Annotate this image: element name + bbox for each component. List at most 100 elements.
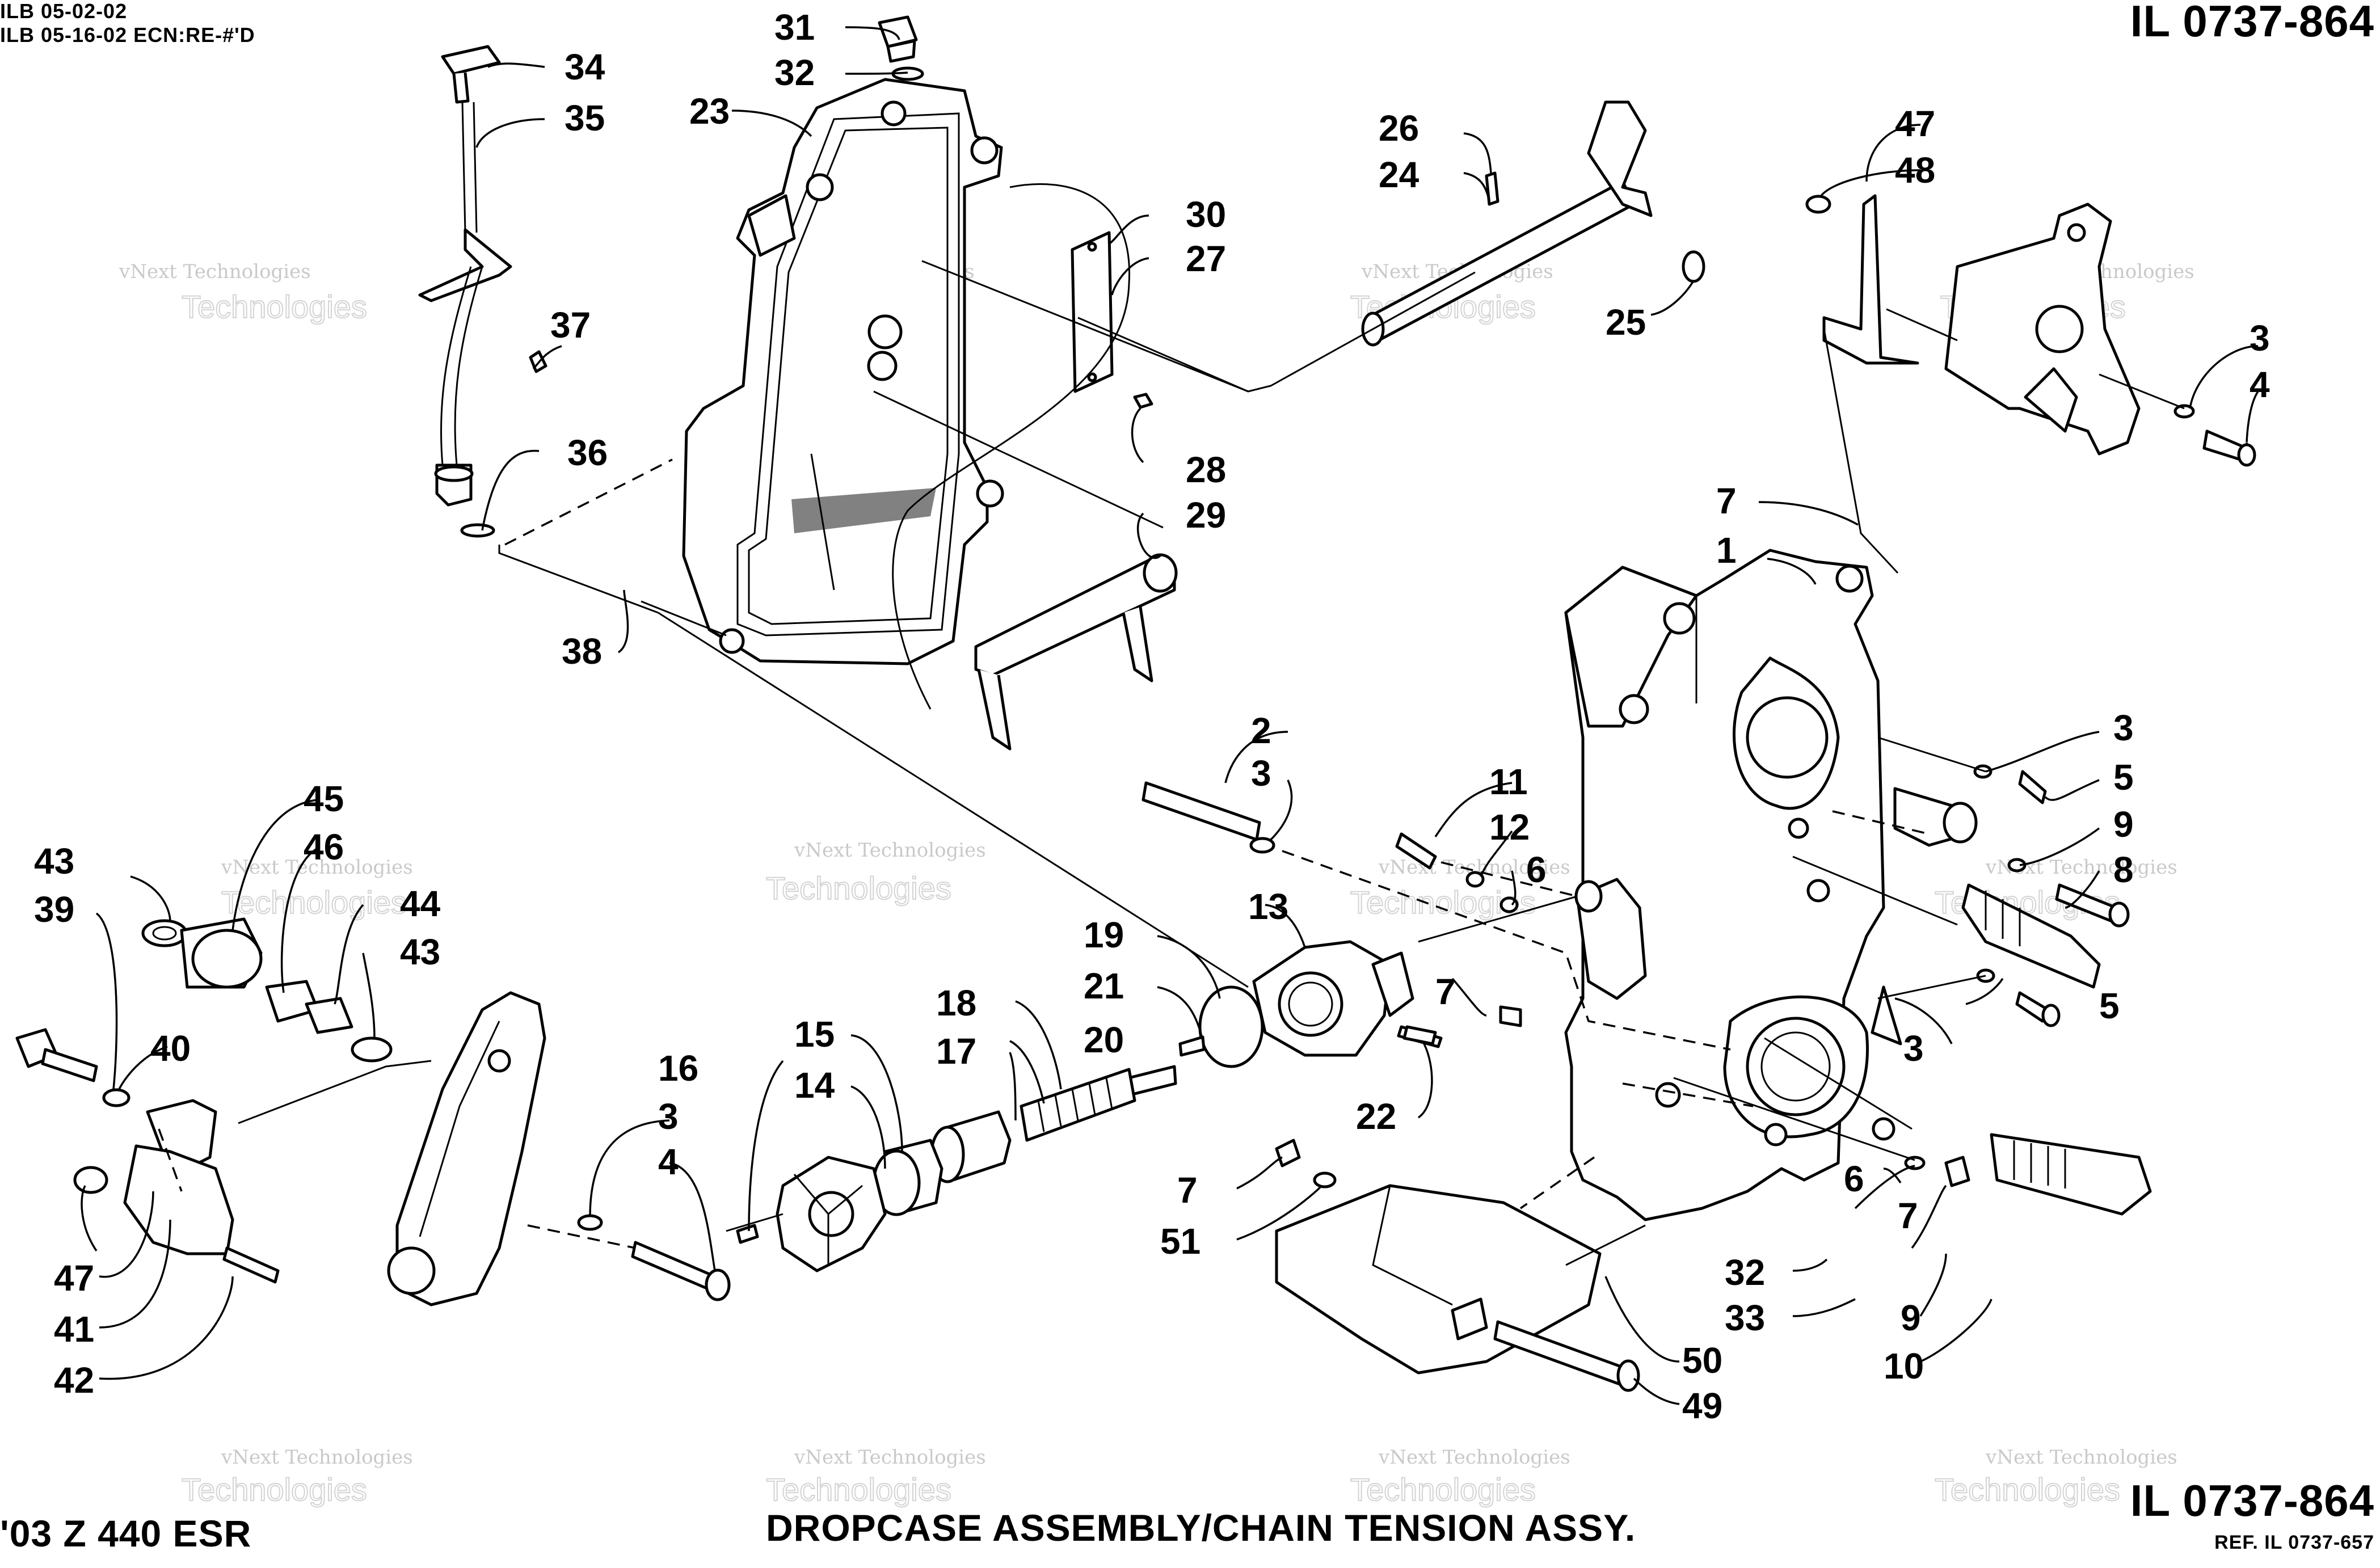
callout-label: 14 (794, 1065, 835, 1106)
watermark-outline: Technologies (766, 870, 951, 906)
callout-label: 50 (1682, 1340, 1722, 1381)
callout-label: 44 (400, 883, 441, 924)
callout-label: 5 (2113, 757, 2134, 798)
callout-label: 9 (2113, 804, 2134, 845)
callout-label: 40 (150, 1028, 191, 1069)
callout-label: 3 (2250, 318, 2270, 359)
callout-label: 24 (1379, 154, 1419, 195)
callout-label: 21 (1084, 966, 1124, 1006)
gasket-outline (892, 183, 1131, 710)
sprocket-cover (387, 991, 731, 1306)
model-label: '03 Z 440 ESR (0, 1512, 252, 1554)
dropcase-body (1564, 549, 1902, 1221)
diagram-title: DROPCASE ASSEMBLY/CHAIN TENSION ASSY. (766, 1507, 1636, 1549)
callout-label: 46 (304, 827, 344, 867)
callout-label: 15 (794, 1014, 835, 1055)
callout-label: 36 (567, 432, 608, 473)
watermark-outline: Technologies (766, 1472, 951, 1507)
watermark-outline: Technologies (1935, 1472, 2120, 1507)
callout-label: 47 (1895, 103, 1935, 144)
watermark-text: vNext Technologies (119, 260, 311, 283)
callout-label: 22 (1356, 1096, 1396, 1137)
callout-label: 37 (550, 305, 591, 345)
callout-label: 49 (1682, 1385, 1722, 1426)
callout-label: 20 (1084, 1019, 1124, 1060)
watermark-text: vNext Technologies (221, 856, 413, 879)
callout-label: 47 (54, 1258, 94, 1299)
right-bolts (1904, 764, 2130, 1187)
callout-label: 19 (1084, 914, 1124, 955)
revision-note-2: ILB 05-16-02 ECN:RE-#'D (0, 23, 255, 47)
chaincase-cover (682, 78, 1004, 665)
reference-number: REF. IL 0737-657 (2214, 1532, 2374, 1553)
callout-label: 2 (1251, 710, 1271, 751)
callout-label: 33 (1725, 1297, 1765, 1338)
washer (1249, 837, 1275, 854)
callout-label: 27 (1186, 238, 1226, 279)
callout-label: 28 (1186, 449, 1226, 490)
callout-label: 42 (54, 1360, 94, 1401)
watermark-text: vNext Technologies (1378, 1446, 1570, 1469)
callout-label: 3 (1251, 753, 1271, 794)
shift-handle (974, 553, 1178, 751)
callout-label: 39 (34, 889, 74, 930)
callout-label: 35 (565, 98, 605, 138)
callout-label: 7 (1177, 1170, 1198, 1211)
callout-label: 16 (658, 1048, 698, 1089)
callout-label: 7 (1716, 480, 1737, 521)
watermark-text: vNext Technologies (794, 1446, 986, 1469)
callout-label: 7 (1898, 1195, 1918, 1236)
callout-label: 29 (1186, 495, 1226, 536)
left-idler-assembly (15, 917, 393, 1284)
callout-label: 26 (1379, 108, 1419, 149)
fill-plug (878, 15, 924, 81)
revision-note-1: ILB 05-02-02 (0, 0, 128, 23)
callout-label: 32 (1725, 1252, 1765, 1293)
watermark-outline: Technologies (221, 884, 407, 920)
callout-label: 30 (1186, 194, 1226, 235)
stud-bolt (1141, 781, 1261, 841)
watermark-outline: Technologies (1350, 1472, 1536, 1507)
callout-label: 4 (658, 1141, 679, 1182)
callout-label: 4 (2250, 364, 2270, 405)
callout-label: 45 (304, 778, 344, 819)
callout-label: 38 (562, 631, 602, 672)
chain-guide (1275, 1139, 1640, 1392)
illustration-number-bottom: IL 0737-864 (2130, 1476, 2374, 1525)
callout-label: 43 (34, 841, 74, 882)
callout-label: 8 (2113, 849, 2134, 890)
callout-label: 7 (1435, 971, 1456, 1012)
callout-label: 3 (658, 1096, 679, 1137)
callout-label: 13 (1248, 886, 1288, 927)
watermark-outline: Technologies (182, 1472, 367, 1507)
callout-label: 10 (1884, 1346, 1924, 1386)
output-shafts (1893, 787, 2152, 1216)
leader-lines (81, 26, 2259, 1405)
callout-label: 6 (1526, 849, 1547, 890)
callout-label: 12 (1489, 807, 1530, 848)
callout-label: 1 (1716, 530, 1737, 571)
callout-label: 23 (689, 91, 730, 132)
callout-label: 34 (565, 47, 605, 87)
callout-label: 25 (1606, 302, 1646, 343)
callout-label: 51 (1160, 1221, 1200, 1262)
callout-label: 3 (2113, 707, 2134, 748)
cover-plate (1071, 231, 1153, 409)
assembly-lines (158, 260, 2185, 1266)
callout-label: 9 (1901, 1297, 1921, 1338)
watermark-text: vNext Technologies (1985, 1446, 2177, 1469)
callout-label: 41 (54, 1309, 94, 1350)
callout-label: 5 (2099, 985, 2120, 1026)
callout-label: 18 (936, 983, 976, 1023)
callout-label: 3 (1903, 1028, 1924, 1069)
callout-label: 17 (936, 1031, 976, 1072)
bracket-assembly (1805, 194, 2256, 467)
watermark-text: vNext Technologies (794, 839, 986, 862)
callout-label: 43 (400, 931, 440, 972)
watermark-outline: Technologies (182, 289, 367, 324)
callout-label: 11 (1489, 761, 1528, 802)
dipstick (418, 45, 547, 538)
callout-label: 32 (774, 52, 815, 93)
watermark-text: vNext Technologies (221, 1446, 413, 1469)
